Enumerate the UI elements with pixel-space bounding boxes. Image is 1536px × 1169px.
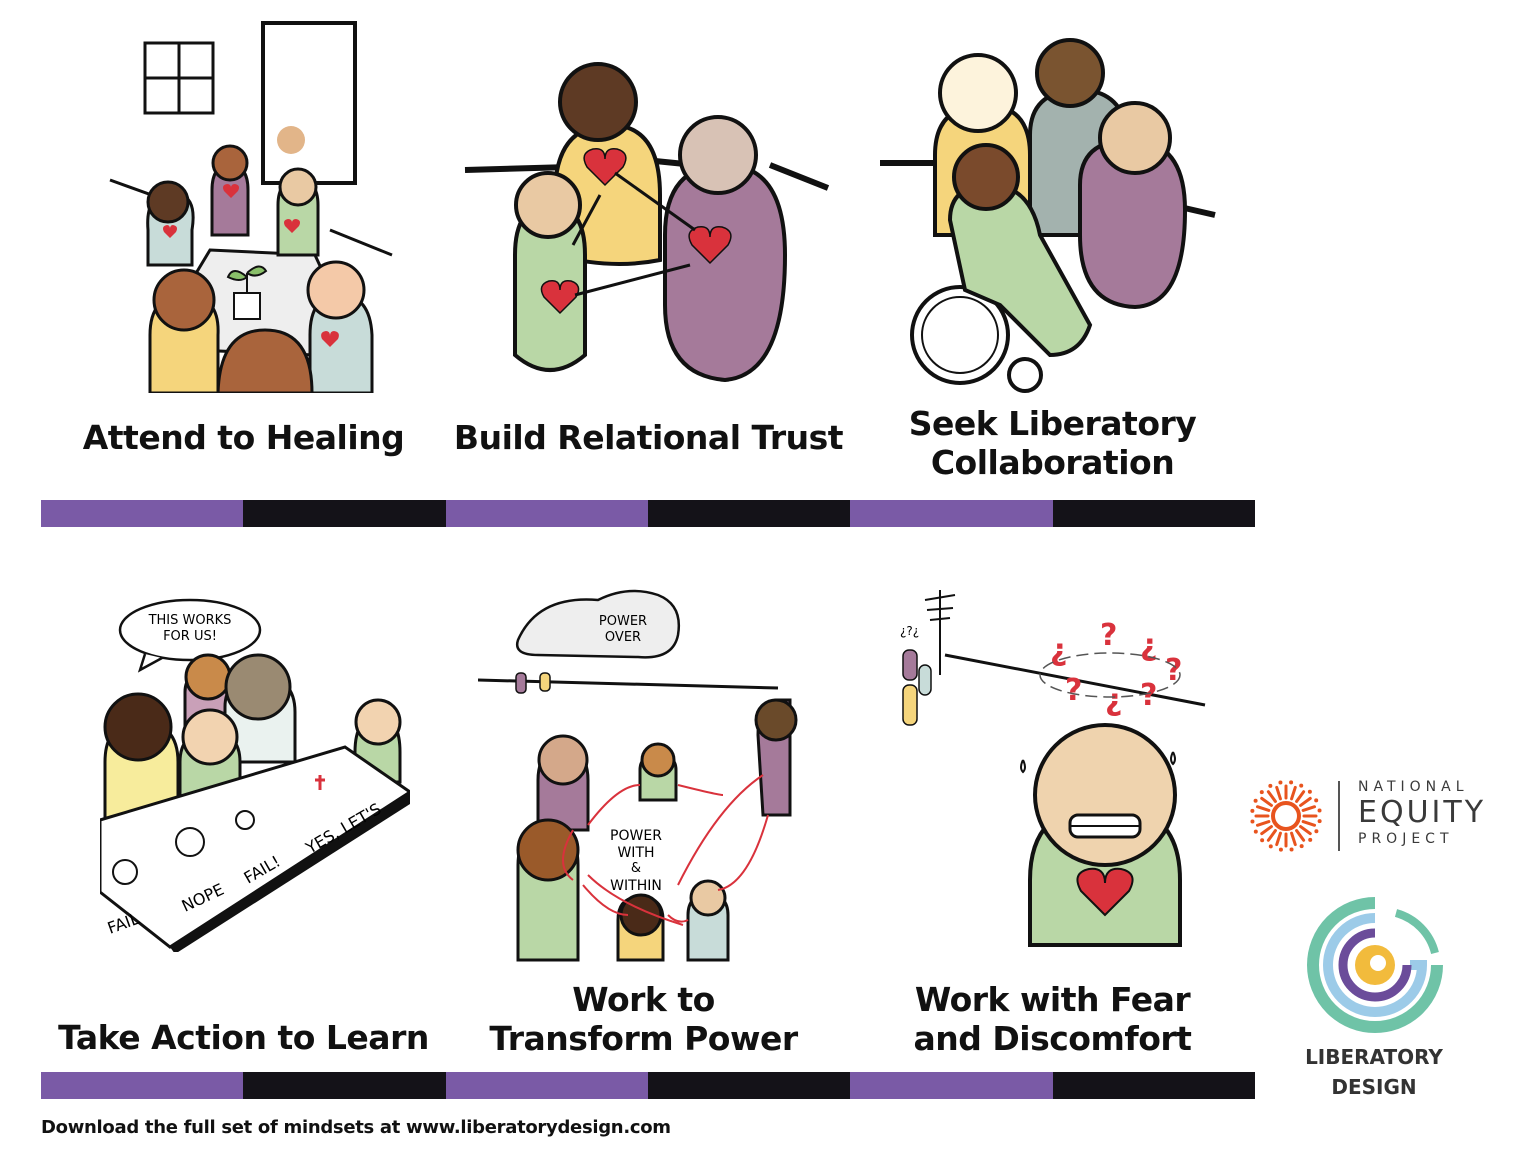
sun-dot bbox=[1299, 783, 1304, 788]
title-line: Seek Liberatory bbox=[908, 404, 1197, 443]
ld-line: DESIGN bbox=[1331, 1075, 1417, 1099]
liberatory-design-logo-icon bbox=[1307, 897, 1443, 1033]
sun-ray bbox=[1290, 831, 1297, 847]
power-arrows-illustration: POWER OVER POWER WITH & WITHIN bbox=[478, 589, 798, 962]
sun-dot bbox=[1253, 829, 1258, 834]
bar-segment bbox=[41, 500, 244, 527]
sun-dot bbox=[1268, 783, 1273, 788]
mindset-title-seek-liberatory-collaboration: Seek Liberatory Collaboration bbox=[850, 404, 1255, 482]
sun-dot bbox=[1259, 790, 1264, 795]
sun-ray bbox=[1260, 796, 1273, 807]
sun-ray bbox=[1295, 790, 1306, 803]
color-bar-row-1 bbox=[41, 500, 1255, 527]
svg-text:¿: ¿ bbox=[1140, 628, 1157, 663]
title-line: Work with Fear bbox=[914, 980, 1191, 1019]
bar-segment bbox=[445, 1072, 648, 1099]
national-equity-project-logo-text: NATIONAL EQUITY PROJECT bbox=[1358, 779, 1486, 847]
sun-dot bbox=[1307, 789, 1312, 794]
power-over-text: POWER bbox=[599, 614, 647, 629]
sun-ray bbox=[1299, 825, 1312, 836]
power-with-text: & bbox=[631, 861, 641, 876]
nep-divider bbox=[1338, 781, 1340, 851]
sun-ray bbox=[1266, 790, 1277, 803]
sun-ray bbox=[1275, 785, 1282, 801]
sun-ray bbox=[1266, 829, 1277, 842]
title-line: Collaboration bbox=[930, 443, 1175, 482]
power-with-text: WITHIN bbox=[610, 878, 662, 894]
bar-segment bbox=[41, 1072, 244, 1099]
mindset-title-build-relational-trust: Build Relational Trust bbox=[453, 418, 844, 457]
bar-segment bbox=[1052, 500, 1255, 527]
nep-line: NATIONAL bbox=[1358, 779, 1469, 795]
sun-dot bbox=[1289, 780, 1294, 785]
mindset-title-attend-to-healing: Attend to Healing bbox=[82, 418, 405, 457]
nep-line: PROJECT bbox=[1358, 831, 1454, 847]
sun-dot bbox=[1299, 844, 1304, 849]
bar-segment bbox=[1052, 1072, 1255, 1099]
sun-dot bbox=[1278, 780, 1283, 785]
sun-ray bbox=[1255, 805, 1271, 812]
svg-text:?: ? bbox=[1140, 678, 1157, 713]
sun-dot bbox=[1308, 837, 1313, 842]
bar-segment bbox=[850, 500, 1053, 527]
svg-text:?: ? bbox=[1100, 618, 1117, 653]
prototype-label: FAIL bbox=[105, 909, 142, 938]
healing-circle-illustration bbox=[109, 21, 393, 393]
prototype-table-illustration: THIS WORKS FOR US! FAIL NOPE FAIL! YES, … bbox=[100, 598, 410, 952]
bar-segment bbox=[647, 500, 851, 527]
power-with-text: WITH bbox=[617, 845, 654, 861]
mindset-title-take-action-to-learn: Take Action to Learn bbox=[58, 1018, 429, 1057]
liberatory-design-logo-text: LIBERATORY DESIGN bbox=[1290, 1042, 1458, 1102]
sun-dot bbox=[1289, 847, 1294, 852]
sun-ray bbox=[1275, 831, 1282, 847]
sun-dot bbox=[1278, 847, 1283, 852]
sun-dot bbox=[1317, 808, 1322, 813]
sun-dot bbox=[1268, 844, 1273, 849]
sun-ray bbox=[1301, 805, 1317, 812]
mindset-title-work-to-transform-power: Work to Transform Power bbox=[441, 980, 846, 1058]
title-line: Transform Power bbox=[489, 1019, 798, 1058]
sun-dot bbox=[1250, 808, 1255, 813]
sun-dot bbox=[1250, 819, 1255, 824]
anxious-person-illustration: ¿?¿ ¿?¿ ??¿? bbox=[900, 590, 1206, 947]
download-footer: Download the full set of mindsets at www… bbox=[41, 1117, 671, 1138]
bar-segment bbox=[243, 1072, 446, 1099]
sun-ray bbox=[1295, 829, 1306, 842]
sun-ray bbox=[1260, 825, 1273, 836]
connected-hearts-illustration bbox=[464, 62, 830, 383]
sun-dot bbox=[1314, 829, 1319, 834]
bar-segment bbox=[850, 1072, 1053, 1099]
nep-line: EQUITY bbox=[1358, 795, 1487, 830]
sun-ray bbox=[1255, 820, 1271, 827]
speech-text: THIS WORKS bbox=[148, 613, 232, 628]
group-with-wheelchair-illustration bbox=[880, 38, 1216, 393]
sun-ray bbox=[1290, 785, 1297, 801]
bar-segment bbox=[647, 1072, 851, 1099]
title-line: Work to bbox=[572, 980, 715, 1019]
sun-ray bbox=[1301, 820, 1317, 827]
sun-dot bbox=[1314, 798, 1319, 803]
svg-text:?: ? bbox=[1165, 653, 1182, 688]
ld-line: LIBERATORY bbox=[1305, 1045, 1443, 1069]
sun-dot bbox=[1253, 798, 1258, 803]
speech-text: FOR US! bbox=[163, 629, 217, 644]
national-equity-project-sun-icon bbox=[1250, 780, 1322, 852]
title-line: and Discomfort bbox=[913, 1019, 1192, 1058]
sun-dot bbox=[1260, 838, 1265, 843]
bar-segment bbox=[243, 500, 446, 527]
bar-segment bbox=[445, 500, 648, 527]
sun-ray bbox=[1299, 796, 1312, 807]
color-bar-row-2 bbox=[41, 1072, 1255, 1099]
sun-dot bbox=[1317, 819, 1322, 824]
mindset-title-work-with-fear-and-discomfort: Work with Fear and Discomfort bbox=[850, 980, 1255, 1058]
power-with-text: POWER bbox=[610, 828, 662, 844]
confused-marks: ¿?¿ bbox=[900, 624, 919, 638]
svg-text:?: ? bbox=[1065, 673, 1082, 708]
power-over-text: OVER bbox=[605, 630, 641, 645]
svg-text:¿: ¿ bbox=[1105, 683, 1122, 718]
